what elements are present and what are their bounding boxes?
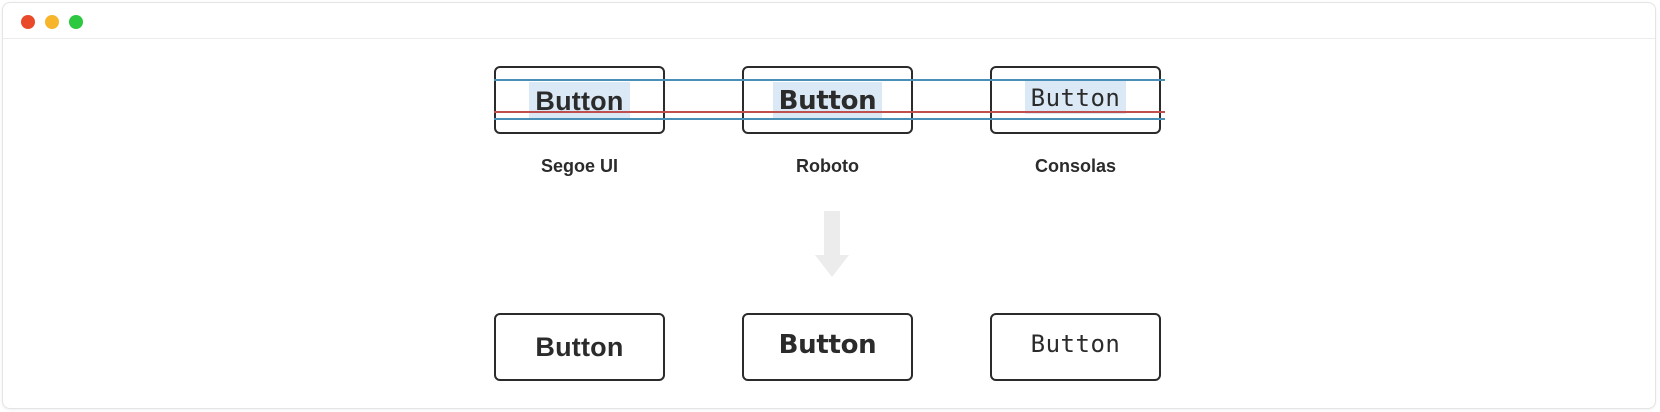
segoe-ui-result-button[interactable]: Button [494,313,665,381]
guide-line-top [494,79,1165,81]
close-window-button[interactable] [21,15,35,29]
consolas-sample-button[interactable]: Button [990,66,1161,134]
font-caption-segoe: Segoe UI [540,156,619,176]
font-caption-roboto: Roboto [796,156,859,176]
guide-line-baseline [494,111,1165,113]
arrow-down-icon [815,211,849,277]
font-caption-consolas: Consolas [1034,156,1117,176]
button-label: Button [1024,80,1127,114]
roboto-sample-button[interactable]: Button [742,66,913,134]
segoe-ui-sample-button[interactable]: Button [494,66,665,134]
button-label: Button [535,331,624,362]
button-label: Button [778,330,877,360]
button-label: Button [529,81,630,119]
button-label: Button [772,82,883,118]
consolas-result-button[interactable]: Button [990,313,1161,381]
guide-line-bottom [494,118,1165,120]
roboto-result-button[interactable]: Button [742,313,913,381]
button-label: Button [1030,330,1121,358]
minimize-window-button[interactable] [45,15,59,29]
maximize-window-button[interactable] [69,15,83,29]
title-bar [3,3,1655,39]
